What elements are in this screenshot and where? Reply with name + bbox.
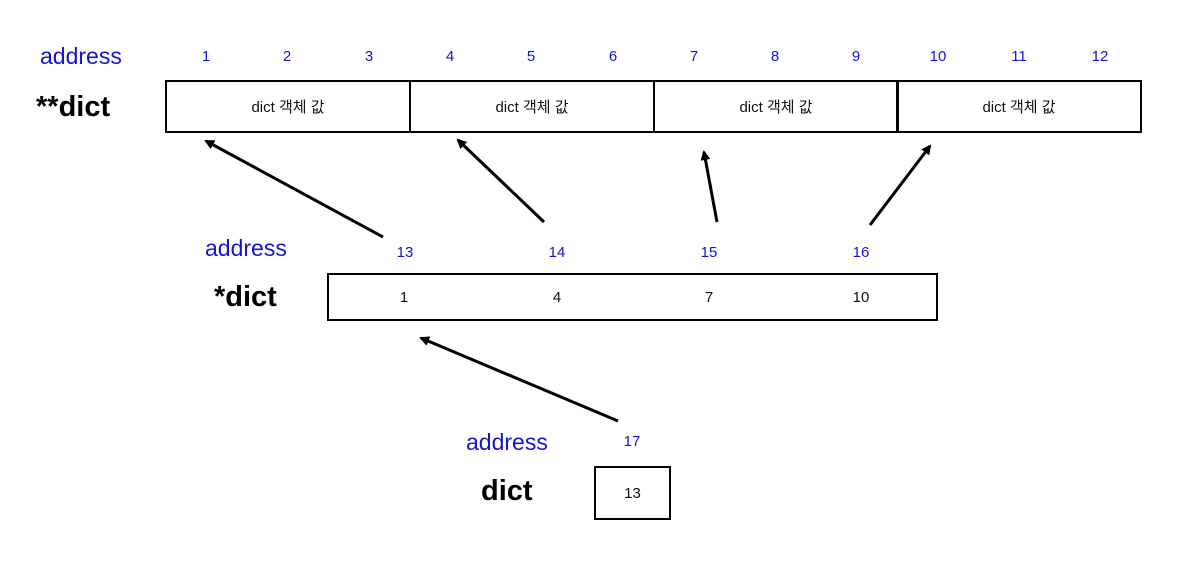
address-15: 15: [700, 244, 718, 261]
address-13: 13: [396, 244, 414, 261]
dict-variable-box: 13: [594, 466, 671, 520]
address-14: 14: [548, 244, 566, 261]
address-label-row3: address: [466, 429, 548, 455]
dict-label: dict: [481, 475, 533, 507]
address-17: 17: [623, 433, 641, 450]
address-5: 5: [526, 48, 536, 65]
pointer-value-4: 10: [852, 289, 870, 306]
address-16: 16: [852, 244, 870, 261]
arrow-17-to-13: [419, 336, 619, 423]
address-9: 9: [851, 48, 861, 65]
address-4: 4: [445, 48, 455, 65]
pointer-value-2: 4: [552, 289, 562, 306]
address-12: 12: [1091, 48, 1109, 65]
address-10: 10: [929, 48, 947, 65]
address-7: 7: [689, 48, 699, 65]
address-1: 1: [201, 48, 211, 65]
arrow-14-to-4: [456, 138, 546, 224]
arrow-15-to-7: [700, 150, 719, 223]
address-2: 2: [282, 48, 292, 65]
arrow-13-to-1: [204, 139, 384, 239]
pointer-value-3: 7: [704, 289, 714, 306]
double-pointer-label: **dict: [36, 91, 111, 123]
address-label-row1: address: [40, 43, 122, 69]
address-label-row2: address: [205, 235, 287, 261]
dict-object-cell-3: dict 객체 값: [653, 80, 899, 133]
single-pointer-label: *dict: [214, 281, 277, 313]
pointer-array-box: [327, 273, 938, 321]
address-11: 11: [1011, 48, 1027, 65]
dict-object-cell-4: dict 객체 값: [896, 80, 1142, 133]
dict-object-value-3: dict 객체 값: [739, 99, 813, 116]
pointer-value-1: 1: [399, 289, 409, 306]
dict-variable-value: 13: [624, 484, 641, 502]
address-3: 3: [364, 48, 374, 65]
address-8: 8: [770, 48, 780, 65]
dict-object-value-1: dict 객체 값: [251, 99, 325, 116]
address-6: 6: [608, 48, 618, 65]
arrow-16-to-10: [868, 144, 932, 226]
dict-object-value-2: dict 객체 값: [495, 99, 569, 116]
dict-object-value-4: dict 객체 값: [982, 99, 1056, 116]
